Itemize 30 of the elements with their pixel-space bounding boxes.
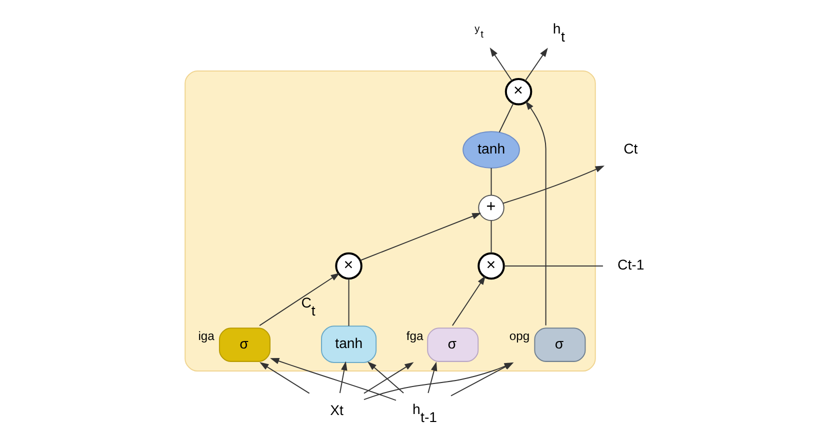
arrow	[524, 48, 548, 82]
node-box: tanh	[320, 326, 376, 363]
arrow	[270, 358, 396, 401]
node-circle: ×	[477, 252, 504, 280]
node-text: Ct-1	[617, 256, 644, 273]
arrow	[366, 362, 404, 394]
node-circle: ×	[504, 78, 532, 106]
arrow	[452, 276, 486, 326]
connector	[490, 220, 492, 254]
connector	[348, 278, 349, 326]
arrow	[338, 361, 347, 394]
node-label: opg	[508, 328, 530, 343]
arrow	[427, 362, 437, 394]
arrow	[258, 272, 340, 326]
arrow	[502, 166, 604, 204]
arrow	[259, 362, 310, 394]
connector	[504, 265, 602, 266]
node-text: Xt	[330, 402, 343, 418]
arrow	[363, 362, 414, 394]
arrow	[360, 212, 481, 261]
arrow	[524, 100, 546, 326]
node-ellipse: tanh	[462, 131, 520, 168]
node-circle: ×	[334, 252, 362, 280]
node-circle: +	[478, 194, 504, 221]
connector	[490, 168, 492, 195]
connector	[498, 103, 514, 132]
node-text: Ct	[623, 140, 638, 157]
node-label: fga	[406, 328, 423, 343]
node-label: iga	[198, 328, 214, 343]
arrow	[489, 48, 512, 81]
